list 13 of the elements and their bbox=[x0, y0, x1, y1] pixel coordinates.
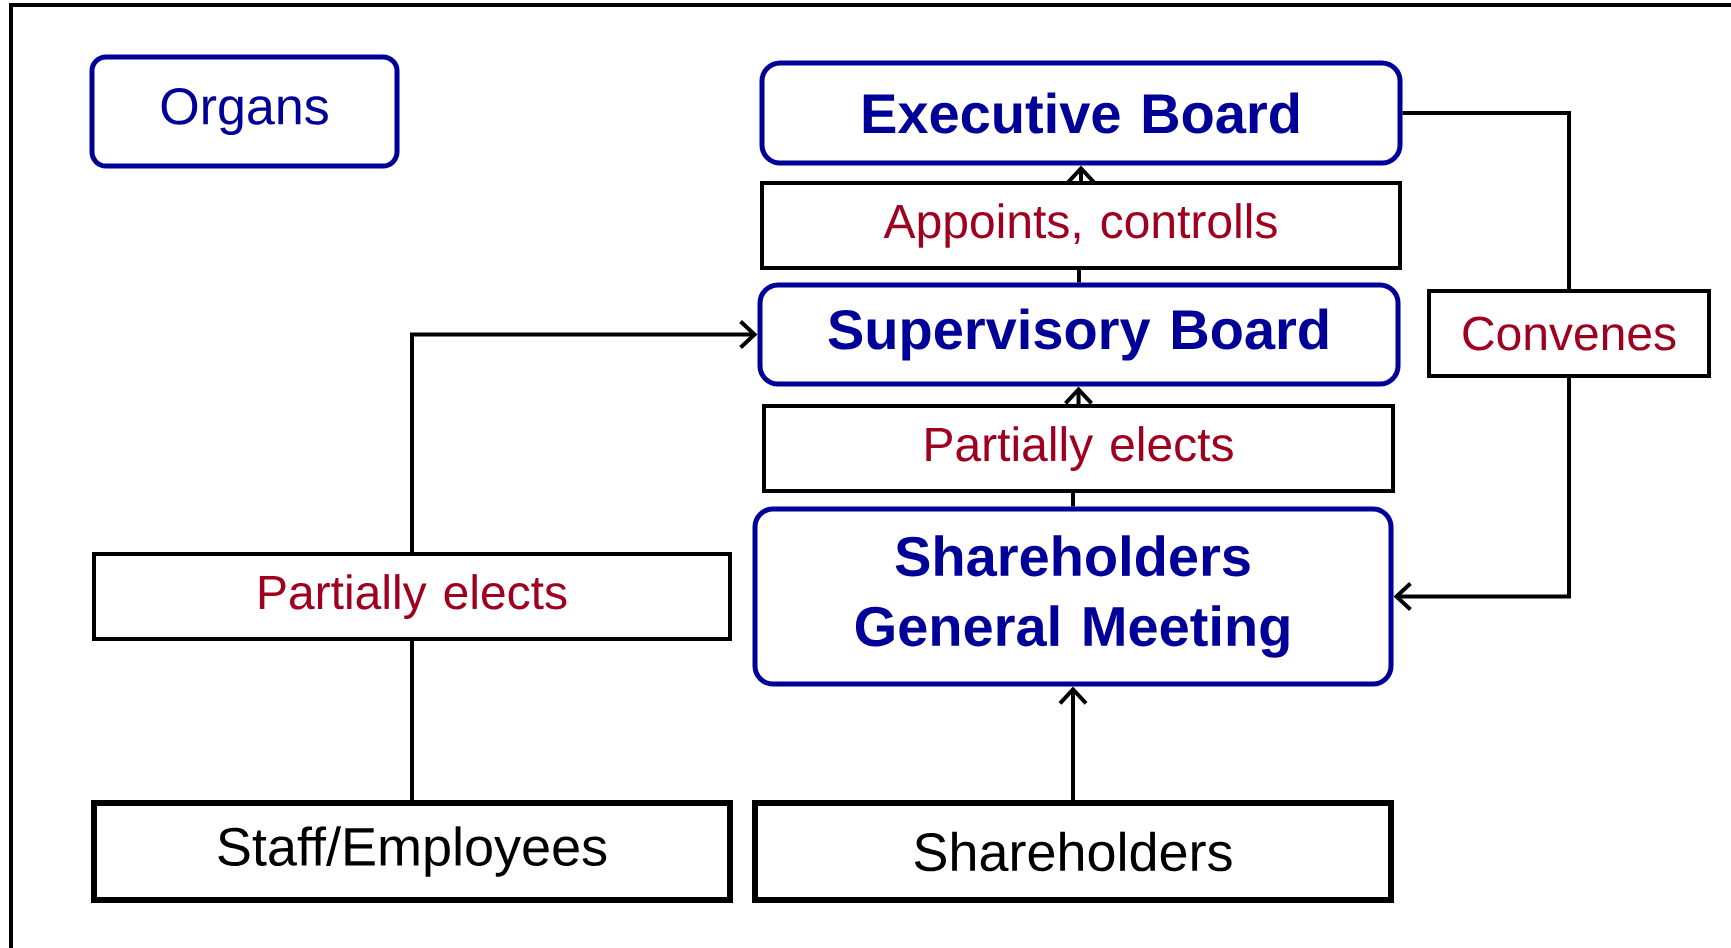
organ-box: Supervisory Board bbox=[757, 282, 1401, 387]
action-box: Partially elects bbox=[762, 404, 1395, 493]
action-box: Appoints, controlls bbox=[760, 181, 1402, 270]
arrow bbox=[1393, 378, 1571, 611]
arrow bbox=[1058, 686, 1088, 800]
action-box: Convenes bbox=[1427, 289, 1711, 378]
organ-box: Executive Board bbox=[759, 60, 1403, 166]
group-box: Staff/Employees bbox=[91, 800, 733, 903]
action-box: Partially elects bbox=[92, 552, 732, 641]
organ-box: Shareholders General Meeting bbox=[752, 506, 1394, 687]
group-box: Shareholders bbox=[752, 800, 1394, 903]
arrow bbox=[410, 320, 758, 552]
legend-box: Organs bbox=[89, 54, 400, 169]
